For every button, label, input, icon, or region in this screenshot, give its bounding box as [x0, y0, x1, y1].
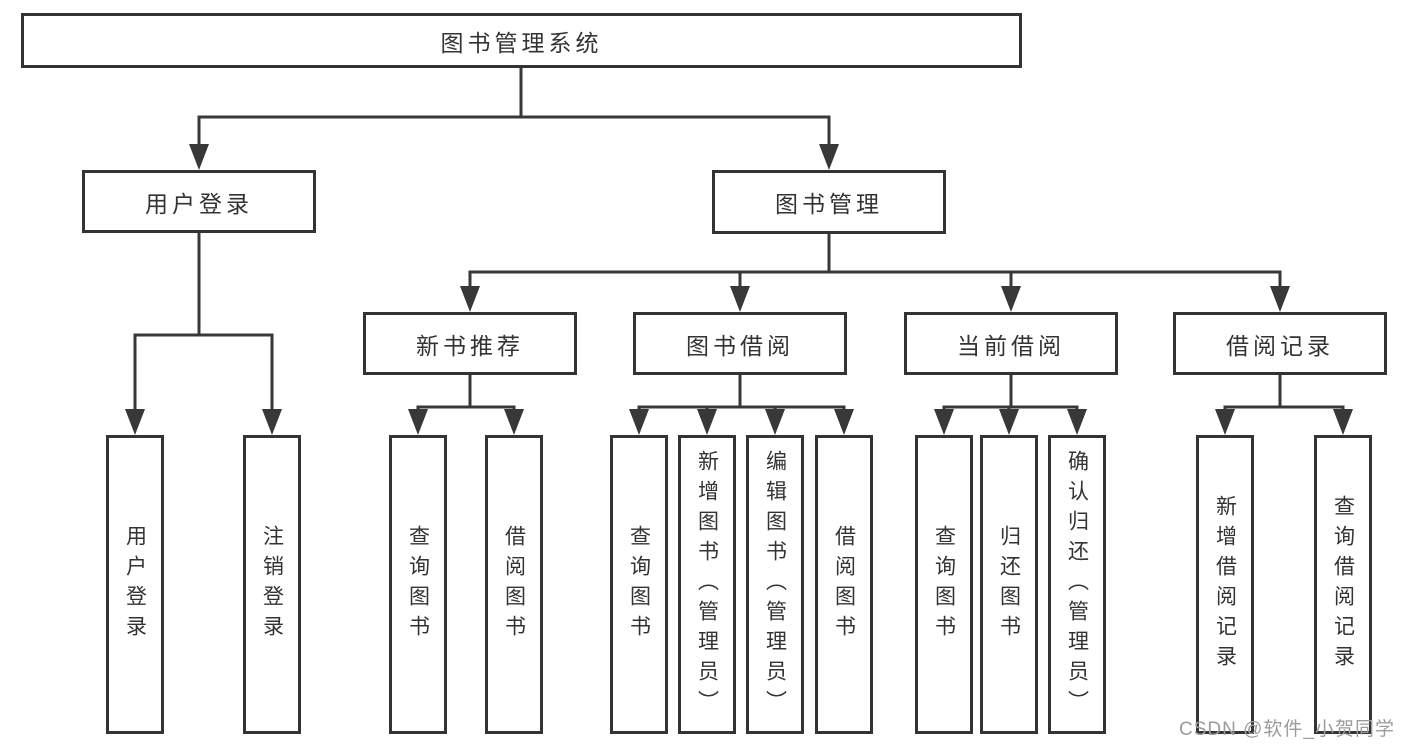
node-user-login: 用户登录 — [82, 170, 316, 233]
leaf-query-book-recommend: 查询图书 — [389, 435, 447, 734]
node-book-borrowing: 图书借阅 — [633, 312, 847, 375]
leaf-add-borrow-record: 新增借阅记录 — [1196, 435, 1254, 734]
node-new-book-recommend: 新书推荐 — [363, 312, 577, 375]
leaf-query-book-borrowing: 查询图书 — [610, 435, 668, 734]
leaf-borrow-book-recommend: 借阅图书 — [485, 435, 543, 734]
leaf-confirm-return-admin: 确认归还（管理员） — [1048, 435, 1106, 734]
leaf-edit-book-admin: 编辑图书（管理员） — [746, 435, 804, 734]
leaf-logout: 注销登录 — [243, 435, 301, 734]
node-current-borrowing: 当前借阅 — [904, 312, 1118, 375]
node-root: 图书管理系统 — [21, 13, 1022, 68]
leaf-add-book-admin: 新增图书（管理员） — [678, 435, 736, 734]
leaf-borrow-book-borrowing: 借阅图书 — [815, 435, 873, 734]
leaf-query-borrow-record: 查询借阅记录 — [1314, 435, 1372, 734]
leaf-return-book: 归还图书 — [980, 435, 1038, 734]
watermark: CSDN @软件_小贺同学 — [1179, 719, 1395, 740]
node-borrowing-records: 借阅记录 — [1173, 312, 1387, 375]
leaf-query-book-current: 查询图书 — [915, 435, 973, 734]
node-book-management: 图书管理 — [712, 170, 946, 234]
leaf-user-login: 用户登录 — [106, 435, 164, 734]
